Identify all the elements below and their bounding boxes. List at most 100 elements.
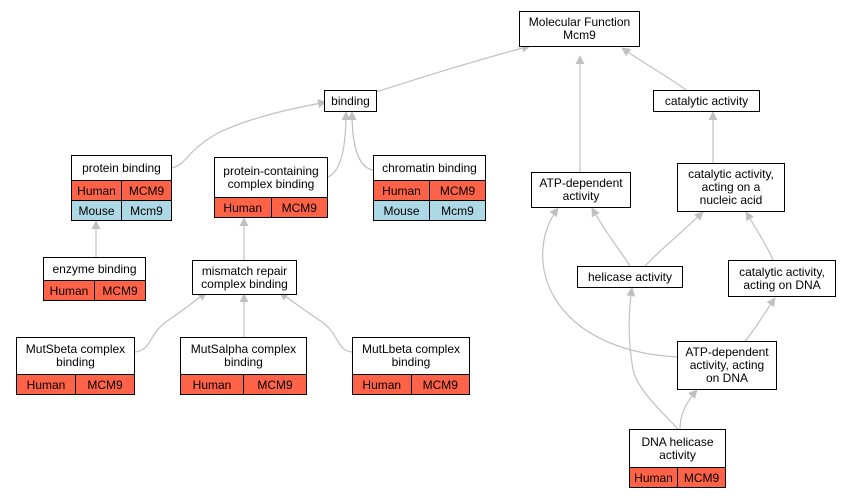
- node-label-line: chromatin binding: [382, 160, 477, 175]
- organism-cell: Human: [362, 377, 402, 392]
- organism-cell: Human: [634, 470, 673, 485]
- human-gene-row: Human MCM9: [215, 197, 327, 217]
- node-label-line: Molecular Function: [528, 15, 631, 29]
- organism-cell: Human: [192, 377, 232, 392]
- mouse-gene-row: Mouse Mcm9: [72, 200, 171, 220]
- human-gene-row: Human MCM9: [17, 374, 134, 394]
- node-label: catalytic activity,acting on DNA: [729, 261, 835, 296]
- gene-cell: MCM9: [270, 198, 328, 217]
- edge-catalytic-dna-to-catalytic-nucleic: [745, 211, 774, 261]
- node-label-line: Mcm9: [563, 28, 596, 42]
- gene-cell: MCM9: [94, 281, 145, 300]
- organism-cell: Mouse: [78, 203, 115, 218]
- node-label-line: ATP-dependent: [685, 345, 769, 359]
- gene-cell: MCM9: [121, 181, 171, 200]
- node-label: catalytic activity: [654, 91, 759, 111]
- node-label-line: protein-containing: [223, 163, 319, 178]
- node-label-line: helicase activity: [587, 269, 673, 284]
- organism-cell: Human: [77, 183, 116, 198]
- node-label-line: on DNA: [705, 371, 749, 385]
- edge-helicase-to-catalytic-nucleic: [644, 211, 704, 267]
- human-gene-row: Human MCM9: [630, 467, 725, 487]
- organism-cell: Human: [26, 377, 66, 392]
- node-label-line: enzyme binding: [52, 261, 137, 276]
- node-label: chromatin binding: [374, 156, 485, 180]
- edge-binding-to-root: [375, 43, 531, 93]
- node-helicase-activity[interactable]: helicase activity: [577, 266, 683, 288]
- node-label-line: protein binding: [82, 160, 161, 175]
- gene-cell: MCM9: [429, 181, 485, 200]
- node-catalytic-activity-dna[interactable]: catalytic activity,acting on DNA: [728, 260, 836, 297]
- edge-mutlbeta-to-mmr: [279, 291, 353, 353]
- gene-cell: MCM9: [410, 375, 470, 394]
- organism-cell: Human: [49, 283, 89, 298]
- node-label-line: binding: [56, 355, 95, 369]
- edge-chromatin-to-binding: [347, 111, 374, 171]
- edge-atp-dna-to-catalytic-dna: [744, 297, 776, 342]
- node-label-line: catalytic activity,: [688, 167, 774, 181]
- node-label-line: DNA helicase: [641, 434, 714, 449]
- gene-cell: MCM9: [75, 375, 134, 394]
- human-gene-row: Human MCM9: [353, 374, 469, 394]
- node-label-line: activity, acting: [689, 358, 765, 372]
- node-label: helicase activity: [578, 267, 682, 287]
- node-label-line: MutLbeta complex: [361, 342, 461, 356]
- node-label-line: complex binding: [227, 176, 315, 191]
- node-label: enzyme binding: [44, 258, 145, 280]
- edge-atp-dna-to-atp-dependent: [542, 207, 678, 358]
- human-gene-row: Human MCM9: [72, 180, 171, 200]
- organism-cell: Human: [223, 200, 263, 215]
- node-label-line: activity: [562, 189, 600, 203]
- edge-dna-helicase-to-atp-dna: [679, 389, 698, 430]
- node-label-line: catalytic activity,: [739, 264, 825, 279]
- node-label: binding: [325, 91, 376, 111]
- node-label-line: activity: [659, 447, 696, 462]
- node-label-line: binding: [391, 355, 431, 369]
- edge-dna-helicase-to-helicase: [626, 287, 680, 431]
- node-label-line: MutSbeta complex: [25, 342, 126, 356]
- edge-catalytic-to-root: [621, 47, 687, 91]
- gene-cell: Mcm9: [121, 201, 171, 220]
- node-label-line: binding: [224, 355, 263, 369]
- node-binding[interactable]: binding: [324, 90, 377, 112]
- node-label-line: ATP-dependent: [539, 176, 623, 190]
- gene-cell: MCM9: [243, 375, 306, 394]
- node-label-line: mismatch repair: [201, 263, 288, 278]
- edge-pccb-to-binding: [327, 111, 351, 178]
- gene-cell: Mcm9: [429, 201, 485, 220]
- edge-helicase-to-atp-dependent: [591, 207, 631, 267]
- human-gene-row: Human MCM9: [44, 280, 145, 300]
- node-label: protein binding: [72, 156, 171, 180]
- node-label-line: nucleic acid: [699, 193, 763, 207]
- node-label-line: acting on a: [701, 180, 761, 194]
- gene-cell: MCM9: [677, 468, 725, 487]
- node-label-line: catalytic activity: [664, 93, 749, 108]
- human-gene-row: Human MCM9: [181, 374, 306, 394]
- node-catalytic-activity[interactable]: catalytic activity: [653, 90, 760, 112]
- edge-mutsbeta-to-mmr: [134, 291, 207, 353]
